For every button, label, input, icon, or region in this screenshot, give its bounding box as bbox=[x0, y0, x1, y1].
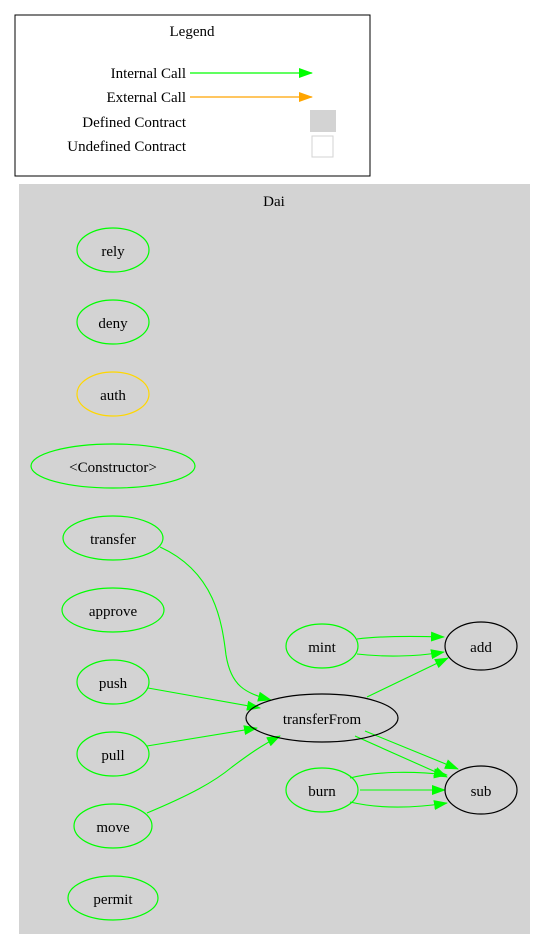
node-move[interactable]: move bbox=[73, 803, 153, 849]
node-add-label: add bbox=[470, 640, 492, 656]
node-permit[interactable]: permit bbox=[67, 875, 159, 921]
node-push-label: push bbox=[99, 676, 128, 692]
nodes: rely deny auth <Constructor> transfer ap… bbox=[30, 227, 518, 921]
node-transferfrom-label: transferFrom bbox=[283, 712, 362, 728]
edge-burn-sub-1 bbox=[349, 768, 448, 779]
edge-push-transferfrom bbox=[147, 687, 261, 711]
node-permit-shape bbox=[67, 875, 159, 921]
edge-transferfrom-sub-2 bbox=[364, 730, 459, 770]
node-burn[interactable]: burn bbox=[285, 767, 359, 813]
legend-defined-contract-label: Defined Contract bbox=[82, 115, 187, 131]
edge-transfer-transferfrom bbox=[159, 546, 272, 702]
node-burn-label: burn bbox=[308, 784, 336, 800]
node-burn-shape bbox=[285, 767, 359, 813]
node-approve-label: approve bbox=[89, 604, 138, 620]
node-transferfrom-shape bbox=[245, 693, 399, 743]
cluster-title: Dai bbox=[263, 194, 285, 210]
legend-title: Legend bbox=[170, 24, 215, 40]
node-move-shape bbox=[73, 803, 153, 849]
edge-mint-add-1 bbox=[356, 631, 445, 642]
edge-transferfrom-add bbox=[366, 657, 449, 698]
edge-pull-transferfrom bbox=[146, 725, 258, 747]
node-transfer-label: transfer bbox=[90, 532, 136, 548]
edge-mint-add-2 bbox=[356, 649, 445, 660]
node-deny[interactable]: deny bbox=[76, 299, 150, 345]
node-sub-label: sub bbox=[471, 784, 492, 800]
node-sub[interactable]: sub bbox=[444, 765, 518, 815]
node-rely[interactable]: rely bbox=[76, 227, 150, 273]
node-permit-label: permit bbox=[93, 892, 133, 908]
node-mint-label: mint bbox=[308, 640, 336, 656]
node-push-shape bbox=[76, 659, 150, 705]
node-rely-shape bbox=[76, 227, 150, 273]
legend: Legend Internal Call External Call Defin… bbox=[14, 14, 371, 177]
node-pull-label: pull bbox=[101, 748, 124, 764]
node-push[interactable]: push bbox=[76, 659, 150, 705]
node-add[interactable]: add bbox=[444, 621, 518, 671]
legend-undefined-contract-swatch bbox=[311, 135, 334, 158]
edge-burn-sub-3 bbox=[349, 800, 448, 810]
node-sub-shape bbox=[444, 765, 518, 815]
legend-defined-contract-swatch bbox=[310, 110, 336, 132]
node-auth-label: auth bbox=[100, 388, 126, 404]
node-mint[interactable]: mint bbox=[285, 623, 359, 669]
legend-internal-call-label: Internal Call bbox=[111, 66, 186, 82]
node-rely-label: rely bbox=[101, 244, 125, 260]
node-transfer-shape bbox=[62, 515, 164, 561]
node-constructor[interactable]: <Constructor> bbox=[30, 443, 196, 489]
node-auth[interactable]: auth bbox=[76, 371, 150, 417]
node-constructor-shape bbox=[30, 443, 196, 489]
node-constructor-label: <Constructor> bbox=[69, 460, 157, 476]
node-approve[interactable]: approve bbox=[61, 587, 165, 633]
node-deny-label: deny bbox=[98, 316, 128, 332]
edge-transferfrom-sub-1 bbox=[354, 735, 448, 778]
edge-move-transferfrom bbox=[146, 735, 281, 814]
node-mint-shape bbox=[285, 623, 359, 669]
legend-external-call-label: External Call bbox=[106, 90, 186, 106]
node-add-shape bbox=[444, 621, 518, 671]
node-approve-shape bbox=[61, 587, 165, 633]
node-deny-shape bbox=[76, 299, 150, 345]
node-move-label: move bbox=[96, 820, 130, 836]
node-auth-shape bbox=[76, 371, 150, 417]
legend-undefined-contract-label: Undefined Contract bbox=[67, 139, 187, 155]
node-transfer[interactable]: transfer bbox=[62, 515, 164, 561]
node-pull[interactable]: pull bbox=[76, 731, 150, 777]
node-pull-shape bbox=[76, 731, 150, 777]
node-transferfrom[interactable]: transferFrom bbox=[245, 693, 399, 743]
edges bbox=[146, 546, 459, 814]
